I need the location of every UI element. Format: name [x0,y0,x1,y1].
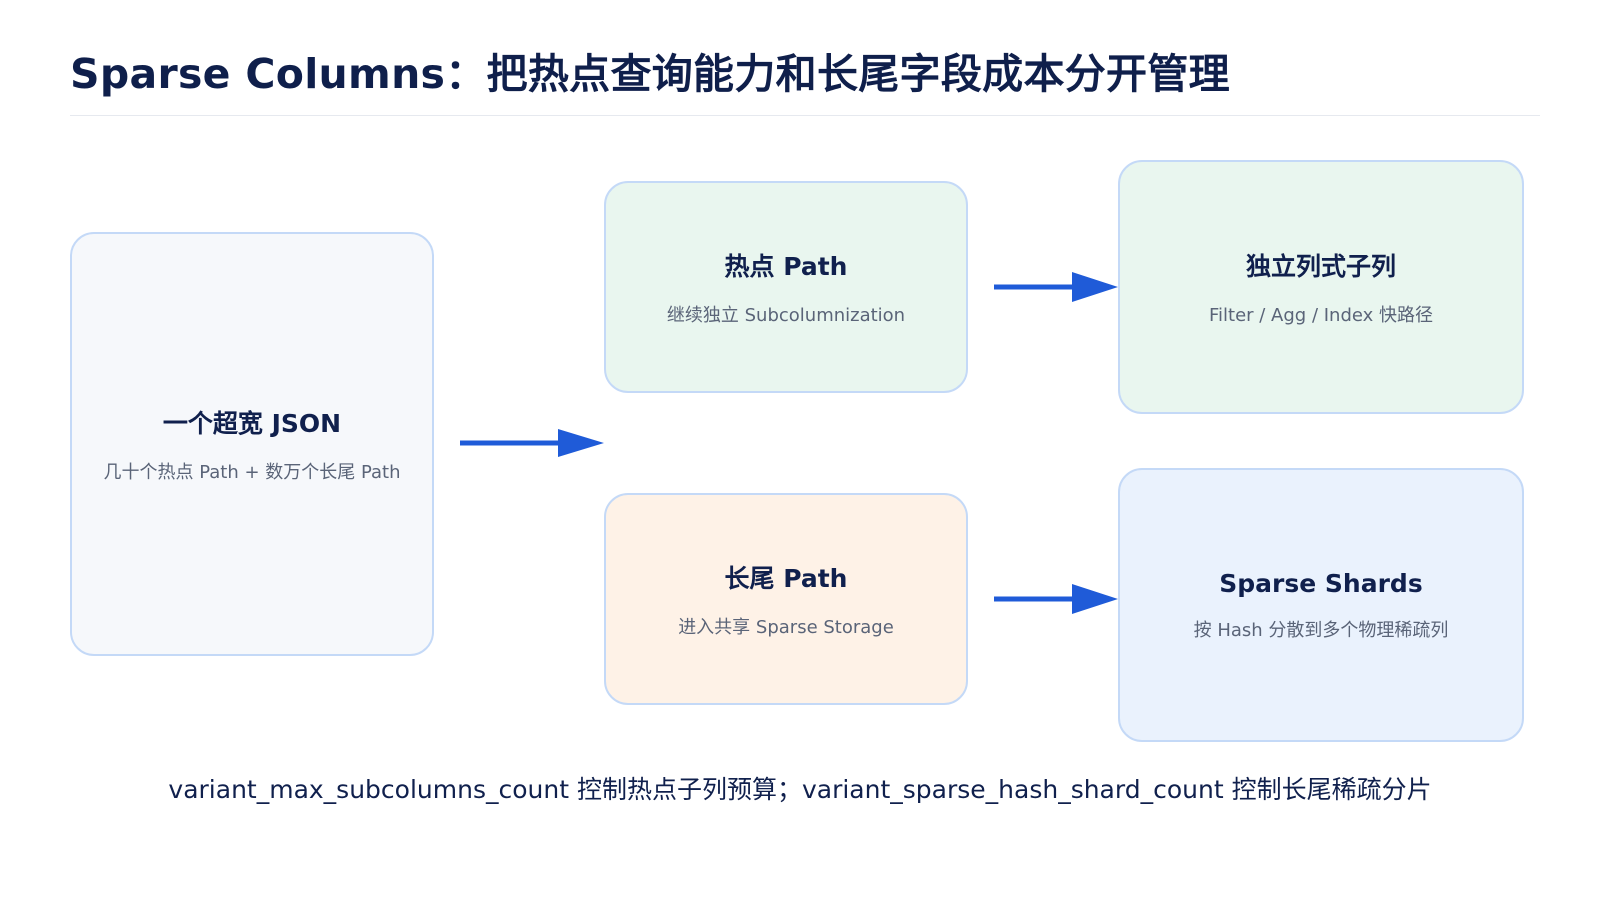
arrow-long-tail-to-sparse [994,584,1118,614]
node-independent-subcolumns-title: 独立列式子列 [1245,252,1396,281]
arrow-hot-to-independent [994,272,1118,302]
page-title: Sparse Columns：把热点查询能力和长尾字段成本分开管理 [70,50,1230,98]
node-sparse-shards-title: Sparse Shards [1219,568,1423,598]
node-hot-path-subtitle: 继续独立 Subcolumnization [666,305,906,326]
node-independent-subcolumns: 独立列式子列 Filter / Agg / Index 快路径 [1118,160,1524,414]
node-wide-json: 一个超宽 JSON 几十个热点 Path + 数万个长尾 Path [70,232,434,656]
arrow-json-to-split [460,429,604,457]
node-long-tail-path-subtitle: 进入共享 Sparse Storage [678,617,894,638]
node-sparse-shards-subtitle: 按 Hash 分散到多个物理稀疏列 [1193,619,1449,641]
title-divider [70,115,1540,116]
node-wide-json-subtitle: 几十个热点 Path + 数万个长尾 Path [103,462,401,483]
node-long-tail-path: 长尾 Path 进入共享 Sparse Storage [604,493,968,705]
node-hot-path-title: 热点 Path [724,252,848,281]
config-footnote: variant_max_subcolumns_count 控制热点子列预算；va… [168,775,1432,804]
node-sparse-shards: Sparse Shards 按 Hash 分散到多个物理稀疏列 [1118,468,1524,742]
node-independent-subcolumns-subtitle: Filter / Agg / Index 快路径 [1208,305,1434,326]
node-long-tail-path-title: 长尾 Path [724,564,848,593]
node-hot-path: 热点 Path 继续独立 Subcolumnization [604,181,968,393]
node-wide-json-title: 一个超宽 JSON [162,409,342,438]
